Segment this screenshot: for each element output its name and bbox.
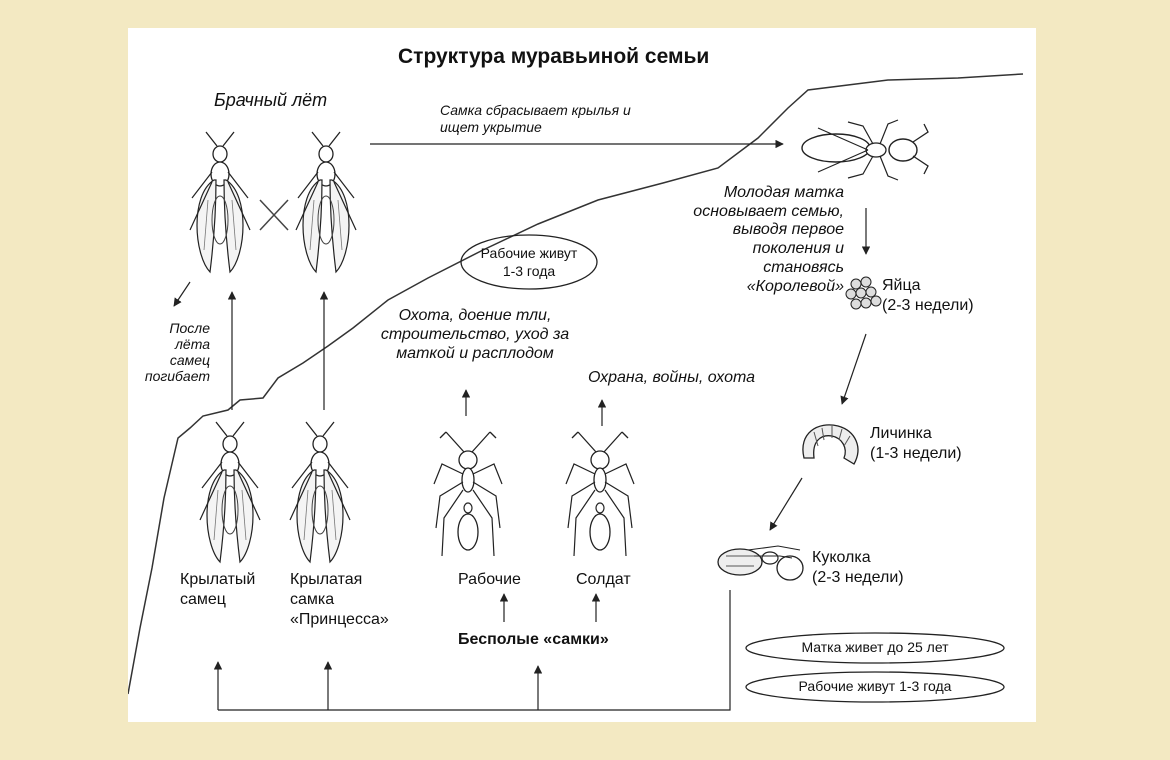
- diagram-panel: Структура муравьиной семьи Брачный лёт С…: [128, 28, 1036, 722]
- soldier-label: Солдат: [576, 571, 631, 588]
- flying-male-ant: [189, 131, 251, 273]
- arrow-male-dies: [173, 281, 191, 307]
- larva-stage-label: Личинка (1-3 недели): [870, 425, 962, 462]
- arrow-larva-to-pupa: [769, 477, 803, 531]
- larva-icon: [802, 424, 859, 465]
- pupa-icon: [717, 545, 804, 581]
- diagram-graphics: [128, 73, 1024, 711]
- nuptial-flight-label: Брачный лёт: [214, 90, 328, 110]
- flying-female-ant: [295, 131, 357, 273]
- arrow-eggs-to-larva: [840, 333, 867, 405]
- queen-lifespan-oval-shape: [745, 632, 1005, 664]
- wingless-females-label: Бесполые «самки»: [458, 631, 609, 648]
- diagram-title: Структура муравьиной семьи: [398, 45, 710, 68]
- worker-ant: [433, 431, 503, 557]
- winged-male-label: Крылатый самец: [180, 571, 256, 608]
- workers-lifespan-label: Рабочие живут 1-3 года: [798, 678, 952, 694]
- workers-lifespan-oval-shape: [745, 671, 1005, 703]
- pupa-stage-label: Куколка (2-3 недели): [812, 549, 904, 586]
- young-queen-label: Молодая матка основывает семью, выводя п…: [693, 184, 844, 295]
- return-line: [218, 590, 731, 711]
- female-action-label: Самка сбрасывает крылья и ищет укрытие: [440, 102, 631, 135]
- ground-line: [128, 73, 1024, 695]
- workers-label: Рабочие: [458, 571, 521, 588]
- workers-life-oval-label: Рабочие живут 1-3 года: [480, 245, 578, 279]
- young-queen-ant: [801, 119, 929, 181]
- eggs-icon: [845, 276, 882, 310]
- winged-male-ant: [199, 421, 261, 563]
- winged-female-label: Крылатая самка «Принцесса»: [290, 571, 389, 628]
- queen-lifespan-label: Матка живет до 25 лет: [801, 639, 949, 655]
- winged-female-ant: [289, 421, 351, 563]
- worker-tasks-label: Охота, доение тли, строительство, уход з…: [380, 307, 570, 363]
- soldier-ant: [565, 431, 635, 557]
- male-dies-label: После лёта самец погибает: [144, 320, 210, 385]
- workers-life-oval-shape: [460, 234, 598, 290]
- mating-cross-icon: [259, 199, 289, 231]
- soldier-tasks-label: Охрана, войны, охота: [588, 369, 756, 386]
- eggs-stage-label: Яйца (2-3 недели): [882, 277, 974, 314]
